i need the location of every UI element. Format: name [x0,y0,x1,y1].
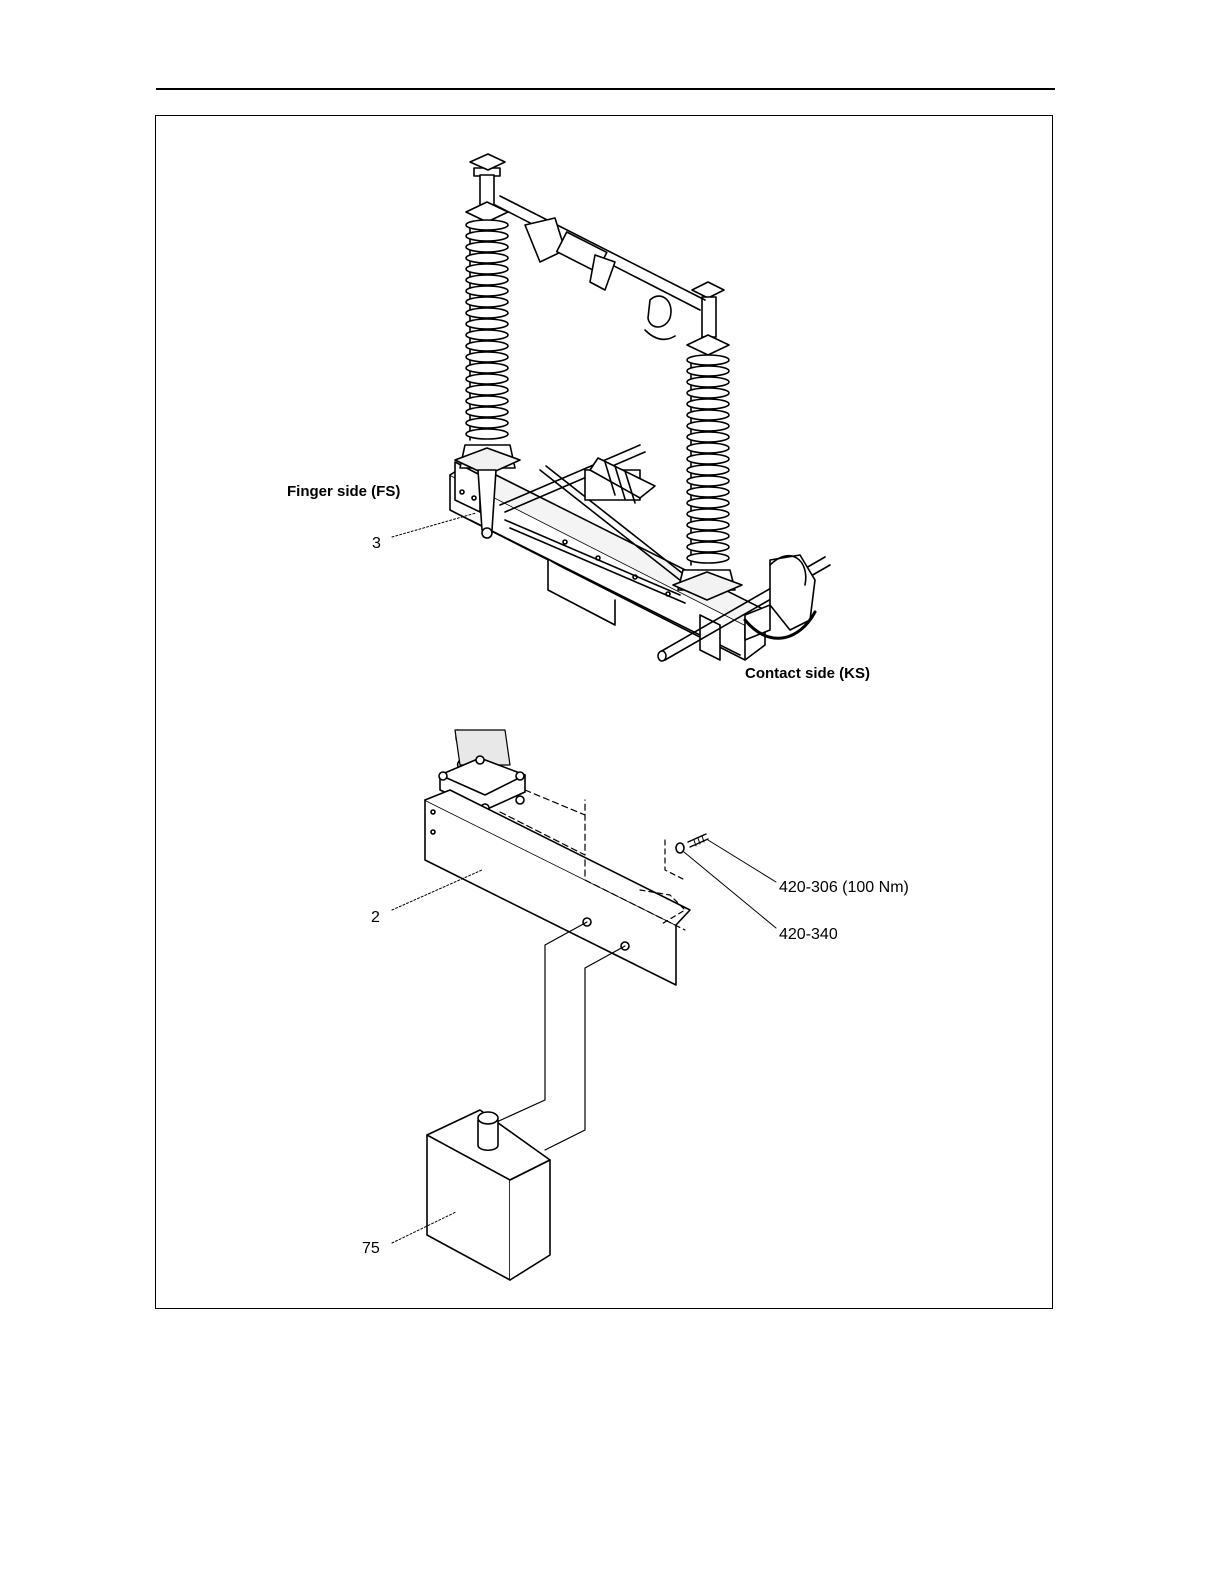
insulator-shed [466,275,508,285]
insulator-shed [687,531,729,541]
insulator-shed [466,352,508,362]
item-2-label: 2 [371,909,380,927]
junction-box [427,1110,550,1280]
insulator-shed [466,396,508,406]
lever-arm [478,470,496,530]
insulator-shed [687,443,729,453]
insulator-shed [466,286,508,296]
cable-route [490,922,625,1150]
insulator-shed [466,264,508,274]
insulator-shed [466,385,508,395]
leader-3 [392,513,476,537]
insulator-shed [687,520,729,530]
finger-side-label: Finger side (FS) [287,483,400,500]
insulator-shed [687,366,729,376]
upper-contact-tube [495,196,705,339]
washer-label: 420-340 [779,926,838,944]
contact-side-label: Contact side (KS) [745,665,870,682]
insulator-shed [687,355,729,365]
insulator-shed [687,421,729,431]
leader-bolt [708,840,776,882]
item-3-label: 3 [372,535,381,553]
insulator-shed [466,330,508,340]
insulator-shed [466,341,508,351]
insulator-shed [687,509,729,519]
bolt-label: 420-306 (100 Nm) [779,879,909,897]
insulator-shed [466,374,508,384]
right-insulator [673,282,742,600]
insulator-shed [466,319,508,329]
insulator-shed [687,487,729,497]
top-switch-illustration [450,154,830,661]
insulator-shed [687,498,729,508]
insulator-shed [687,410,729,420]
insulator-shed [466,308,508,318]
insulator-shed [687,377,729,387]
insulator-shed [687,399,729,409]
leader-75 [392,1212,456,1243]
bolt-and-washer [676,834,708,853]
insulator-shed [466,297,508,307]
insulator-shed [687,388,729,398]
insulator-shed [687,432,729,442]
insulator-shed [466,231,508,241]
insulator-shed [466,407,508,417]
insulator-shed [687,454,729,464]
item-75-label: 75 [362,1240,380,1258]
insulator-shed [466,429,508,439]
insulator-shed [687,542,729,552]
insulator-shed [466,418,508,428]
insulator-shed [687,476,729,486]
insulator-shed [466,220,508,230]
insulator-shed [466,253,508,263]
insulator-shed [466,363,508,373]
bottom-detail-illustration [425,730,708,1280]
insulator-shed [687,465,729,475]
insulator-shed [687,553,729,563]
channel-beam [425,790,690,985]
leader-2 [392,870,482,910]
leader-washer [684,852,776,928]
insulator-shed [466,242,508,252]
